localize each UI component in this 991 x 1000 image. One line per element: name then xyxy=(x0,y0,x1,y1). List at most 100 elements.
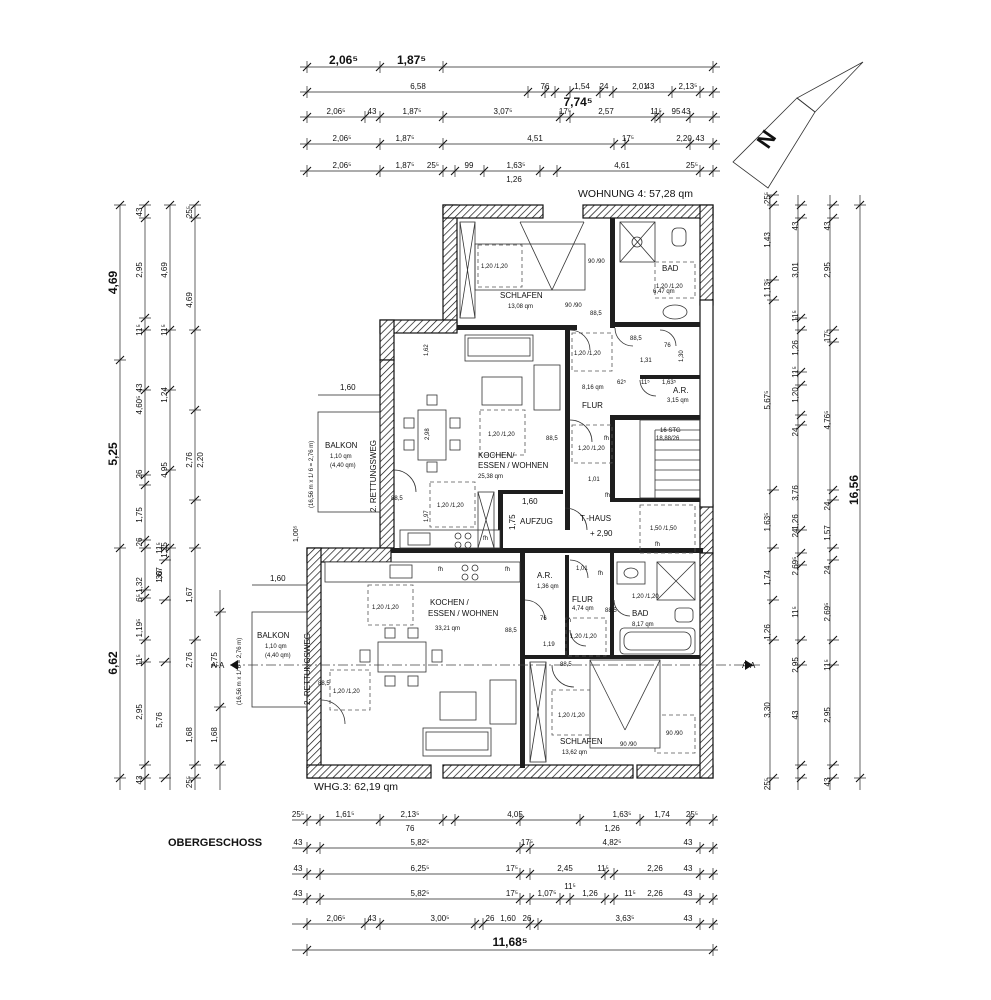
v-76-b: 76 xyxy=(540,616,547,622)
room-bad-top-area: 6,47 qm xyxy=(653,289,675,295)
section-marker-left: A-A xyxy=(211,661,225,670)
dimension-label: 2,06⁵ xyxy=(327,914,346,923)
dimension-label: 1,26 xyxy=(506,175,522,184)
dimension-label: 11⁵ xyxy=(823,659,832,671)
room-bad-top: BAD xyxy=(662,264,679,273)
v-885-a: 88,5 xyxy=(590,311,602,317)
dimension-label: 6,62 xyxy=(106,651,120,675)
rettung-bottom: 2. RETTUNGSWEG xyxy=(303,633,312,705)
room-flur-bot-area: 4,74 qm xyxy=(572,606,594,612)
section-line: A-A A-A xyxy=(211,660,760,670)
dimension-label: 76 xyxy=(541,82,550,91)
dimension-label: 1,61⁵ xyxy=(336,810,355,819)
section-marker-right: A-A xyxy=(742,661,756,670)
dimension-label: 43 xyxy=(791,710,800,719)
dimension-label: 1,25 xyxy=(160,542,169,558)
v-76-a: 76 xyxy=(664,343,671,349)
dimension-label: 2,06⁵ xyxy=(333,161,352,170)
dimension-label: 6,25⁵ xyxy=(411,864,430,873)
balcony-top: BALKON 1,10 qm (4,40 qm) (16,56 m x 1/ 6… xyxy=(309,383,381,513)
room-labels: WOHNUNG 4: 57,28 qm WHG.3: 62,19 qm SCHL… xyxy=(314,188,693,793)
v-62: 62⁵ xyxy=(617,379,627,386)
v-162: 1,62 xyxy=(424,344,430,356)
dimension-label: 11⁵ xyxy=(597,864,609,873)
dimension-label: 43 xyxy=(135,383,144,392)
v-131: 1,31 xyxy=(640,358,652,364)
dimension-label: 4,69 xyxy=(106,270,120,294)
dimension-label: 2,13⁵ xyxy=(401,810,420,819)
dimension-label: 1,20 xyxy=(791,387,800,403)
dimension-label: 1,87⁵ xyxy=(397,53,426,67)
dimension-label: 24 xyxy=(600,82,609,91)
interior-walls xyxy=(391,218,703,768)
dimension-label: 43 xyxy=(823,777,832,786)
dimension-label: 2,13⁵ xyxy=(679,82,698,91)
fh-7: fh xyxy=(655,542,660,548)
room-apartment-w3: WHG.3: 62,19 qm xyxy=(314,781,398,793)
dimension-label: 2,75 xyxy=(210,652,219,668)
dimension-label: 3,63⁵ xyxy=(616,914,635,923)
right-dimension-chains: 25⁵1,431,13⁵5,67⁵1,63⁵1,741,263,3025⁵433… xyxy=(763,190,866,790)
dimension-label: 11⁵ xyxy=(135,654,144,666)
dimension-label: 2,01 xyxy=(632,82,648,91)
balcony-top-width: 1,60 xyxy=(340,383,356,392)
room-schlafen-top-area: 13,08 qm xyxy=(508,304,533,310)
dimension-label: 43 xyxy=(646,82,655,91)
dimension-label: 43 xyxy=(135,207,144,216)
dimension-label: 43 xyxy=(684,864,693,873)
dimension-label: 2,95 xyxy=(791,657,800,673)
furniture-top-apartment xyxy=(399,221,701,554)
dimension-label: 1,87⁵ xyxy=(403,107,422,116)
room-thaus-level: + 2,90 xyxy=(590,529,613,538)
doors xyxy=(320,327,677,725)
dimension-label: 1,19⁵ xyxy=(135,619,144,638)
dimension-label: 1,26 xyxy=(791,340,800,356)
dimension-label: 17⁵ xyxy=(506,889,518,898)
dimension-label: 43 xyxy=(791,221,800,230)
dimension-label: 1,57 xyxy=(823,525,832,541)
dimension-label: 3,00⁵ xyxy=(431,914,450,923)
fh-3: fh xyxy=(438,567,443,573)
dimension-label: 1,26 xyxy=(791,514,800,530)
v-885-f: 88,5 xyxy=(605,608,617,614)
balcony-top-area2: (4,40 qm) xyxy=(330,463,356,469)
dimension-label: 1,87⁵ xyxy=(396,161,415,170)
dimension-label: 5,76 xyxy=(155,712,164,728)
dimension-label: 30 xyxy=(155,570,164,579)
dimension-label: 25⁵ xyxy=(686,161,698,170)
north-letter: N xyxy=(752,126,782,153)
dimension-label: 11⁵ xyxy=(155,542,164,554)
v-100: 1,00⁵ xyxy=(293,525,300,542)
room-kochen-top-1: KOCHEN/ xyxy=(478,451,515,460)
win-balkon-bot: 1,20 /1,20 xyxy=(333,689,360,695)
dimension-label: 5,67⁵ xyxy=(763,391,772,410)
dimension-label: 1,32 xyxy=(135,577,144,593)
dimension-label: 4,95 xyxy=(160,462,169,478)
dimension-label: 26 xyxy=(135,537,144,546)
win-kochen-top: 1,20 /1,20 xyxy=(488,432,515,438)
balcony-bottom: BALKON 1,10 qm (4,40 qm) (16,56 m x 1/ 6… xyxy=(237,574,312,708)
dimension-label: 2,95 xyxy=(135,704,144,720)
dimension-label: 24 xyxy=(791,427,800,436)
room-thaus: T.-HAUS xyxy=(580,514,611,523)
balcony-bottom-area2: (4,40 qm) xyxy=(265,653,291,659)
furniture-bottom-apartment xyxy=(324,561,696,763)
dimension-label: 1,26 xyxy=(604,824,620,833)
dimension-label: 2,95 xyxy=(823,707,832,723)
win-kochen-bot: 1,20 /1,20 xyxy=(372,605,399,611)
dimension-label: 1,13⁵ xyxy=(763,279,772,298)
dimension-label: 1,54 xyxy=(574,82,590,91)
exterior-walls xyxy=(306,204,714,779)
room-flur-top: FLUR xyxy=(582,401,603,410)
dimension-label: 1,87⁵ xyxy=(396,134,415,143)
v-175: 1,75 xyxy=(508,514,517,530)
dimension-label: 4,61 xyxy=(614,161,630,170)
dimension-label: 1,63⁵ xyxy=(613,810,632,819)
dimension-label: 17⁵ xyxy=(506,864,518,873)
fh-2: fh xyxy=(483,536,488,542)
room-apartment-w4: WOHNUNG 4: 57,28 qm xyxy=(578,188,693,200)
dimension-label: 6⁵ xyxy=(135,594,144,602)
room-kochen-bot-area: 33,21 qm xyxy=(435,626,460,632)
